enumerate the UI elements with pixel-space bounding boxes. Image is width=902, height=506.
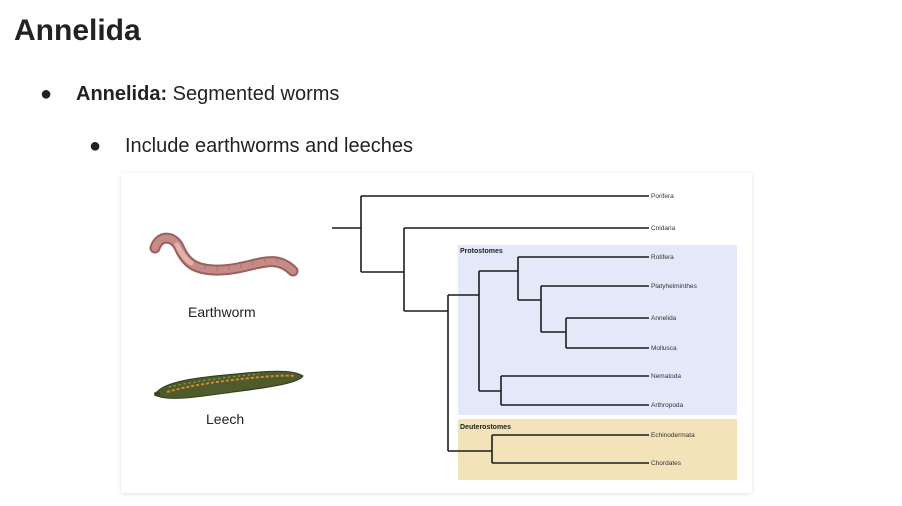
taxon-label: Rotifera	[651, 254, 674, 261]
taxon-label: Porifera	[651, 193, 674, 200]
earthworm-illustration	[149, 232, 299, 277]
figure-canvas: Protostomes Deuterostomes Porifera Cnida…	[149, 193, 737, 480]
taxon-label: Echinodermata	[651, 432, 695, 439]
taxon-label: Mollusca	[651, 345, 677, 352]
bullet-examples: ● Include earthworms and leeches	[89, 135, 413, 158]
taxon-label: Cnidaria	[651, 225, 676, 232]
leech-illustration	[154, 370, 304, 399]
taxon-label: Arthropoda	[651, 402, 684, 409]
taxon-label: Annelida	[651, 315, 677, 322]
slide-title: Annelida	[14, 14, 141, 47]
taxon-label: Chordates	[651, 460, 682, 467]
bullet-text: Include earthworms and leeches	[125, 135, 413, 157]
bullet-marker: ●	[40, 83, 53, 105]
taxon-label: Platyhelminthes	[651, 283, 698, 290]
phylogenetic-tree	[332, 195, 649, 464]
deuterostomes-region	[458, 419, 737, 480]
bullet-term: Annelida:	[76, 83, 168, 105]
bullet-text: Segmented worms	[167, 83, 340, 105]
leech-label: Leech	[206, 411, 245, 427]
earthworm-label: Earthworm	[188, 304, 256, 320]
taxon-label: Nematoda	[651, 373, 681, 380]
bullet-marker: ●	[89, 135, 102, 157]
bullet-annelida-definition: ● Annelida: Segmented worms	[40, 83, 339, 106]
protostomes-label: Protostomes	[460, 248, 503, 255]
protostomes-region	[458, 245, 737, 415]
phylogeny-figure: Protostomes Deuterostomes Porifera Cnida…	[121, 173, 752, 493]
deuterostomes-label: Deuterostomes	[460, 424, 511, 431]
